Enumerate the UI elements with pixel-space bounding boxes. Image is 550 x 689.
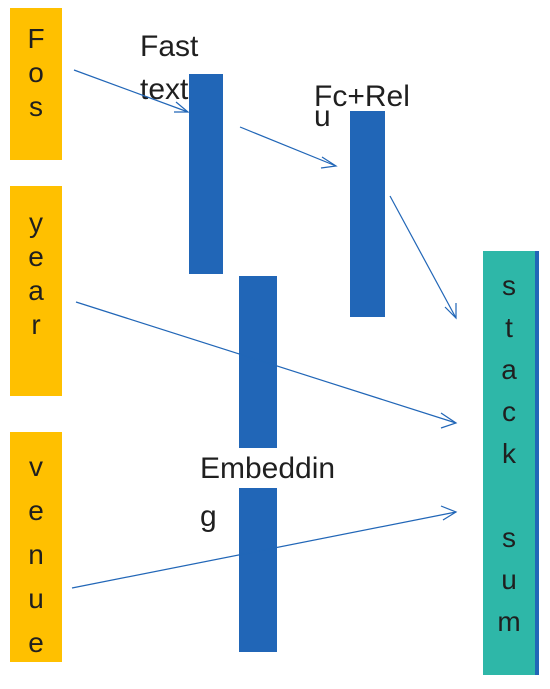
output-letter: a <box>501 354 517 385</box>
arrowhead-fasttext-to-fcrelu <box>320 156 338 169</box>
input-fos-letter: F <box>27 23 45 54</box>
input-year-letter: y <box>29 207 43 238</box>
embedding-layer-bar-top <box>239 276 277 448</box>
arrowhead-year-to-output <box>440 412 458 429</box>
input-venue-letter: v <box>29 451 43 482</box>
arrow-year-to-output <box>75 301 457 424</box>
arrow-venue-to-output <box>71 511 457 589</box>
output-stack-sum-box: s t a c k s u m <box>483 251 539 675</box>
input-venue-letters: v e n u e <box>10 450 62 670</box>
output-letter: s <box>502 270 516 301</box>
input-venue-box: v e n u e <box>10 432 62 662</box>
embedding-layer-bar-bottom <box>239 488 277 652</box>
fcrelu-layer-bar <box>350 111 385 317</box>
arrowhead-fcrelu-to-output <box>444 303 457 320</box>
output-letter: c <box>502 396 516 427</box>
arrow-fasttext-to-fcrelu <box>239 126 337 167</box>
output-letter: t <box>505 312 513 343</box>
fcrelu-label-line1: Fc+Rel <box>314 80 410 113</box>
embedding-label-line2: g <box>200 500 217 533</box>
input-venue-letter: e <box>28 627 44 658</box>
arrow-fcrelu-to-output <box>389 195 457 319</box>
input-year-letter: a <box>28 275 44 306</box>
fasttext-layer-bar <box>189 74 223 274</box>
input-fos-box: F o s <box>10 8 62 160</box>
arrowhead-fos-to-fasttext <box>174 101 190 113</box>
output-letters: s t a c k s u m <box>483 269 535 647</box>
fasttext-label-line1: Fast <box>140 30 199 63</box>
embedding-label-line1: Embeddin <box>200 452 336 485</box>
output-letter: m <box>497 606 521 637</box>
input-year-letter: r <box>31 309 41 340</box>
input-year-letter: e <box>28 241 44 272</box>
input-fos-letter: s <box>29 91 43 122</box>
input-venue-letter: u <box>28 583 44 614</box>
input-fos-letters: F o s <box>10 22 62 124</box>
input-venue-letter: e <box>28 495 44 526</box>
input-venue-letter: n <box>28 539 44 570</box>
output-letter: k <box>502 438 516 469</box>
fcrelu-label-line2: u <box>314 100 331 133</box>
input-year-letters: y e a r <box>10 206 62 342</box>
arrowhead-venue-to-output <box>440 505 458 521</box>
fasttext-label-line2: text <box>140 73 189 106</box>
output-letter: s <box>502 522 516 553</box>
arrow-fos-to-fasttext <box>73 69 189 113</box>
output-letter: u <box>501 564 517 595</box>
input-fos-letter: o <box>28 57 44 88</box>
input-year-box: y e a r <box>10 186 62 396</box>
